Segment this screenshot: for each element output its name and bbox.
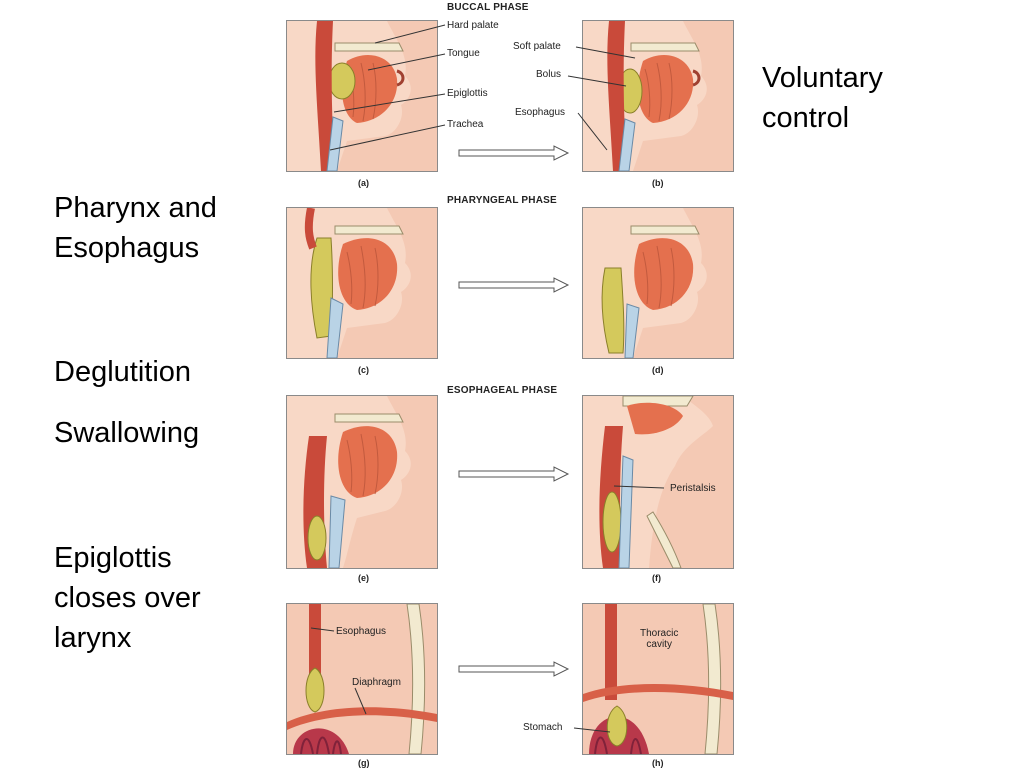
label-esophagus-g: Esophagus: [336, 626, 387, 637]
pharyngeal-phase-title: PHARYNGEAL PHASE: [447, 195, 557, 206]
voluntary-control-text: Voluntary control: [762, 62, 883, 134]
buccal-phase-title: BUCCAL PHASE: [447, 2, 529, 13]
panel-d-head-section: [582, 207, 734, 359]
label-trachea: Trachea: [447, 119, 484, 130]
esophageal-phase-title: ESOPHAGEAL PHASE: [447, 385, 558, 396]
caption-a: (a): [358, 178, 369, 188]
pharynx-esophagus-text: Pharynx and Esophagus: [54, 192, 217, 264]
label-diaphragm: Diaphragm: [352, 677, 401, 688]
arrow-a-to-b: [458, 145, 570, 161]
arrow-c-to-d: [458, 277, 570, 293]
epiglottis-closes-text: Epiglottis closes over larynx: [54, 542, 201, 654]
panel-h-thorax-section: [582, 603, 734, 755]
label-thoracic-cavity: Thoracic cavity: [640, 628, 679, 650]
arrow-e-to-f: [458, 466, 570, 482]
panel-b-head-section: [582, 20, 734, 172]
label-hard-palate: Hard palate: [447, 20, 499, 31]
label-peristalsis: Peristalsis: [670, 483, 716, 494]
caption-b: (b): [652, 178, 664, 188]
label-esophagus-b: Esophagus: [515, 107, 566, 118]
panel-f-head-section: [582, 395, 734, 569]
panel-g-thorax-section: [286, 603, 438, 755]
caption-e: (e): [358, 573, 369, 583]
caption-h: (h): [652, 758, 664, 768]
label-stomach: Stomach: [523, 722, 563, 733]
panel-c-head-section: [286, 207, 438, 359]
label-epiglottis: Epiglottis: [447, 88, 488, 99]
label-tongue: Tongue: [447, 48, 480, 59]
panel-e-head-section: [286, 395, 438, 569]
label-bolus: Bolus: [536, 69, 562, 80]
panel-a-head-section: [286, 20, 438, 172]
deglutition-text: Deglutition: [54, 356, 192, 388]
caption-d: (d): [652, 365, 664, 375]
caption-f: (f): [652, 573, 661, 583]
swallowing-text: Swallowing: [54, 417, 200, 449]
arrow-g-to-h: [458, 661, 570, 677]
label-soft-palate: Soft palate: [513, 41, 561, 52]
caption-c: (c): [358, 365, 369, 375]
caption-g: (g): [358, 758, 370, 768]
